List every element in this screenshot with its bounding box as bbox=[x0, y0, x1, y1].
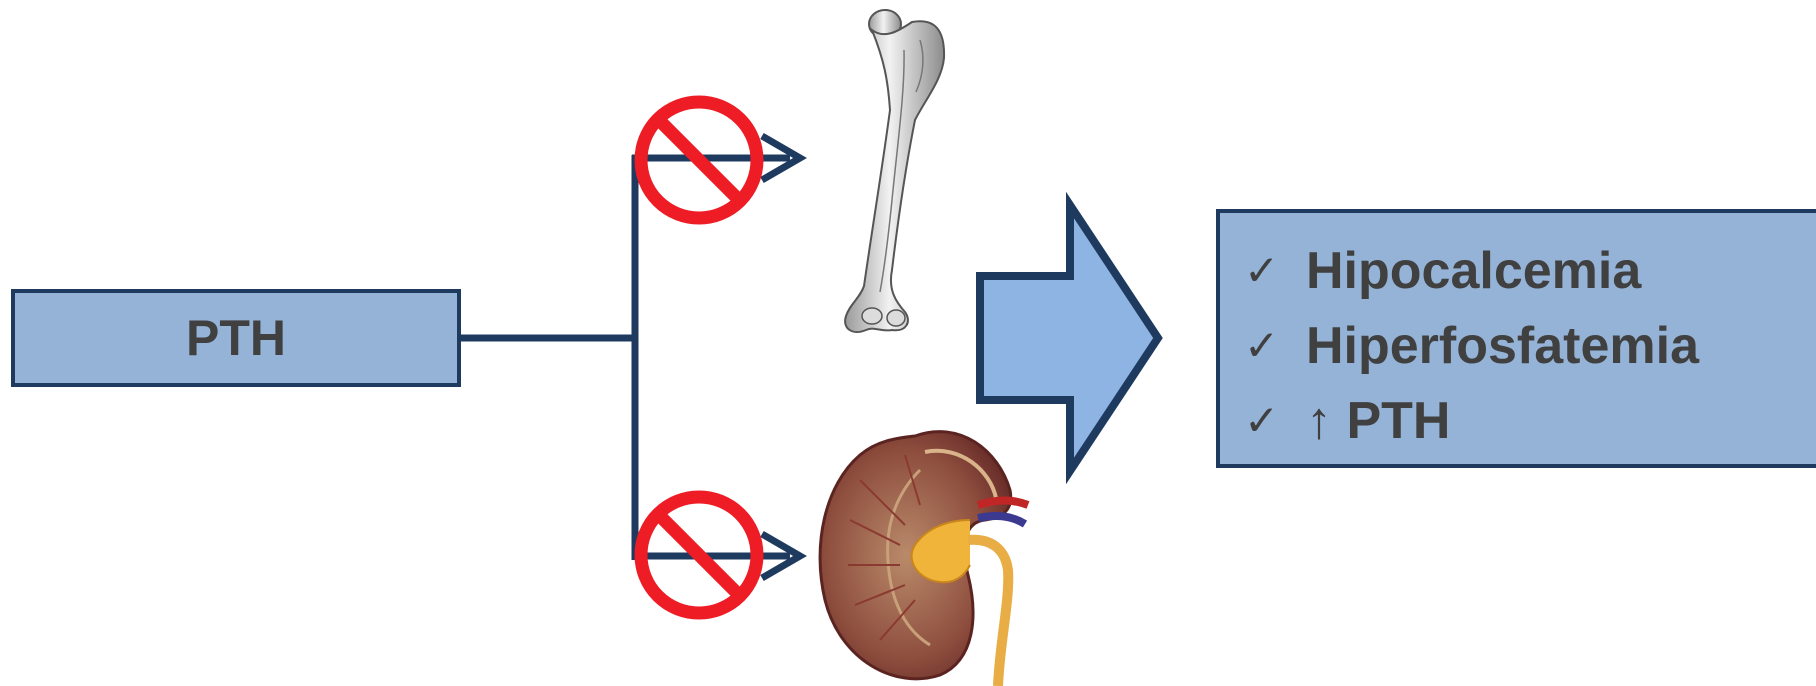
branch-connector bbox=[461, 155, 790, 560]
kidney-icon bbox=[820, 432, 1028, 686]
check-icon: ✓ bbox=[1244, 250, 1306, 292]
list-item: ✓ ↑ PTH bbox=[1244, 383, 1816, 458]
result-list: ✓ Hipocalcemia ✓ Hiperfosfatemia ✓ ↑ PTH bbox=[1244, 233, 1816, 458]
list-item: ✓ Hipocalcemia bbox=[1244, 233, 1816, 308]
result-text-hipocalcemia: Hipocalcemia bbox=[1306, 245, 1641, 297]
big-result-arrow bbox=[980, 205, 1158, 471]
list-item: ✓ Hiperfosfatemia bbox=[1244, 308, 1816, 383]
result-text-hiperfosfatemia: Hiperfosfatemia bbox=[1306, 320, 1699, 372]
check-icon: ✓ bbox=[1244, 400, 1306, 442]
result-box: ✓ Hipocalcemia ✓ Hiperfosfatemia ✓ ↑ PTH bbox=[1216, 209, 1816, 468]
check-icon: ✓ bbox=[1244, 325, 1306, 367]
femur-bone-icon bbox=[845, 10, 944, 332]
result-text-pth-increase: ↑ PTH bbox=[1306, 395, 1450, 447]
pth-label: PTH bbox=[186, 313, 286, 363]
pth-box: PTH bbox=[11, 289, 461, 387]
